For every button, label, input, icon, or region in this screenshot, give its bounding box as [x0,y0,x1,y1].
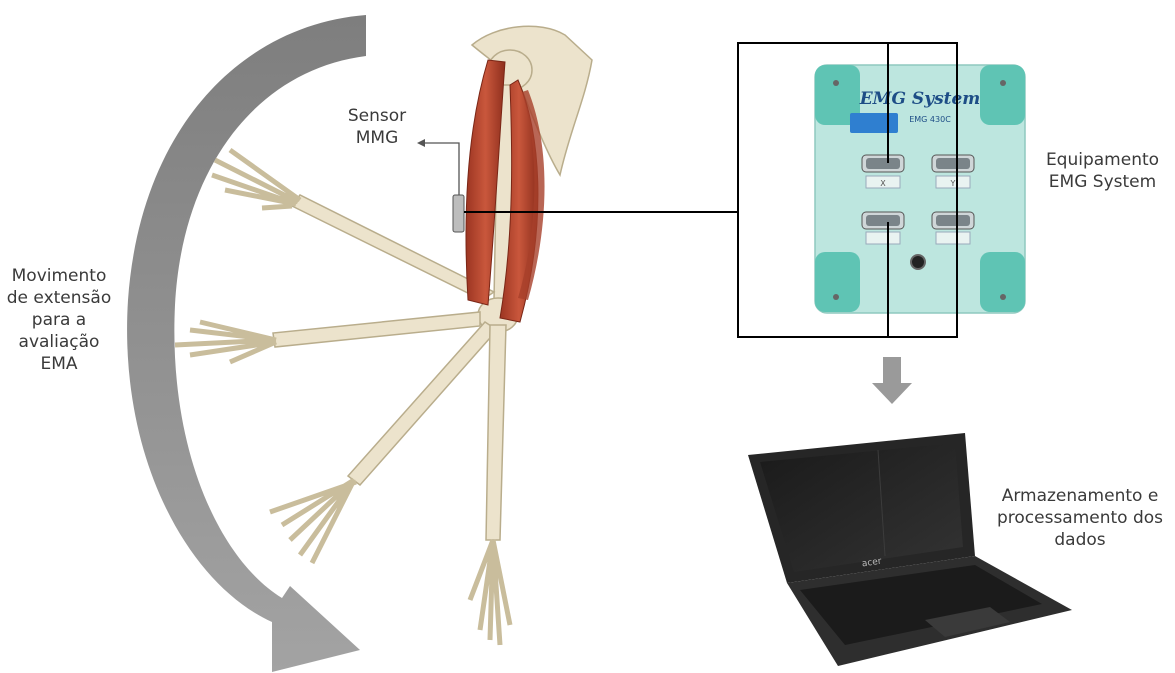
port-label-box-4 [936,232,970,244]
forearm-down [486,325,506,540]
device-port-4 [932,212,974,229]
mmg-sensor [453,195,464,232]
emg-device: EMG System EMG 430C X Y [815,65,1025,313]
port-label-1: X [880,179,886,188]
hand-raised [212,150,300,208]
device-jack [911,255,925,269]
sensor-label: Sensor MMG [334,105,420,149]
port-label-box-3 [866,232,900,244]
hand-horizontal [175,322,276,362]
forearm-diagonal [348,322,497,485]
device-sticker [850,113,898,133]
sensor-pointer-line [424,143,459,195]
equipment-label: Equipamento EMG System [1030,149,1175,193]
port-label-2: Y [950,179,956,188]
device-port-1 [862,155,904,172]
device-port-2 [932,155,974,172]
movement-label: Movimento de extensão para a avaliação E… [0,265,118,375]
forearm-horizontal [273,312,480,347]
device-model: EMG 430C [909,115,951,124]
storage-label: Armazenamento e processamento dos dados [985,485,1175,551]
device-port-3 [862,212,904,229]
hand-diagonal [270,480,356,563]
device-brand: EMG System [859,89,981,109]
hand-down [470,540,510,645]
down-arrow-icon [872,357,912,404]
